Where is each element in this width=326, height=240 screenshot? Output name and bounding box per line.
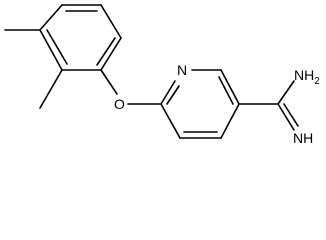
structure-diagram: N O NH2 NH	[4, 4, 320, 146]
bond-double	[218, 76, 234, 105]
benzene-ring	[39, 4, 122, 71]
bond	[100, 4, 122, 39]
amine-subscript: 2	[314, 76, 320, 87]
bond	[39, 29, 63, 71]
bond	[160, 103, 181, 139]
amine-text: NH	[294, 67, 314, 83]
imine-double-bond	[283, 103, 299, 127]
bond	[100, 37, 122, 71]
bond	[160, 80, 176, 105]
ether-oxygen-label: O	[114, 96, 125, 112]
bond-double	[46, 29, 68, 65]
bond	[220, 69, 240, 105]
pyridine-ring	[160, 69, 240, 139]
amine-bond	[277, 80, 295, 105]
bond-double	[96, 37, 116, 66]
methyl-bond-2	[39, 69, 63, 109]
imine-bond	[277, 103, 295, 131]
amine-label: NH2	[294, 67, 320, 87]
bond	[39, 4, 63, 31]
bond	[220, 103, 240, 139]
pyridine-nitrogen-label: N	[177, 62, 187, 78]
imine-label: NH	[293, 130, 313, 146]
aryl-oxygen-bond	[100, 69, 118, 95]
bond-double	[166, 85, 180, 105]
